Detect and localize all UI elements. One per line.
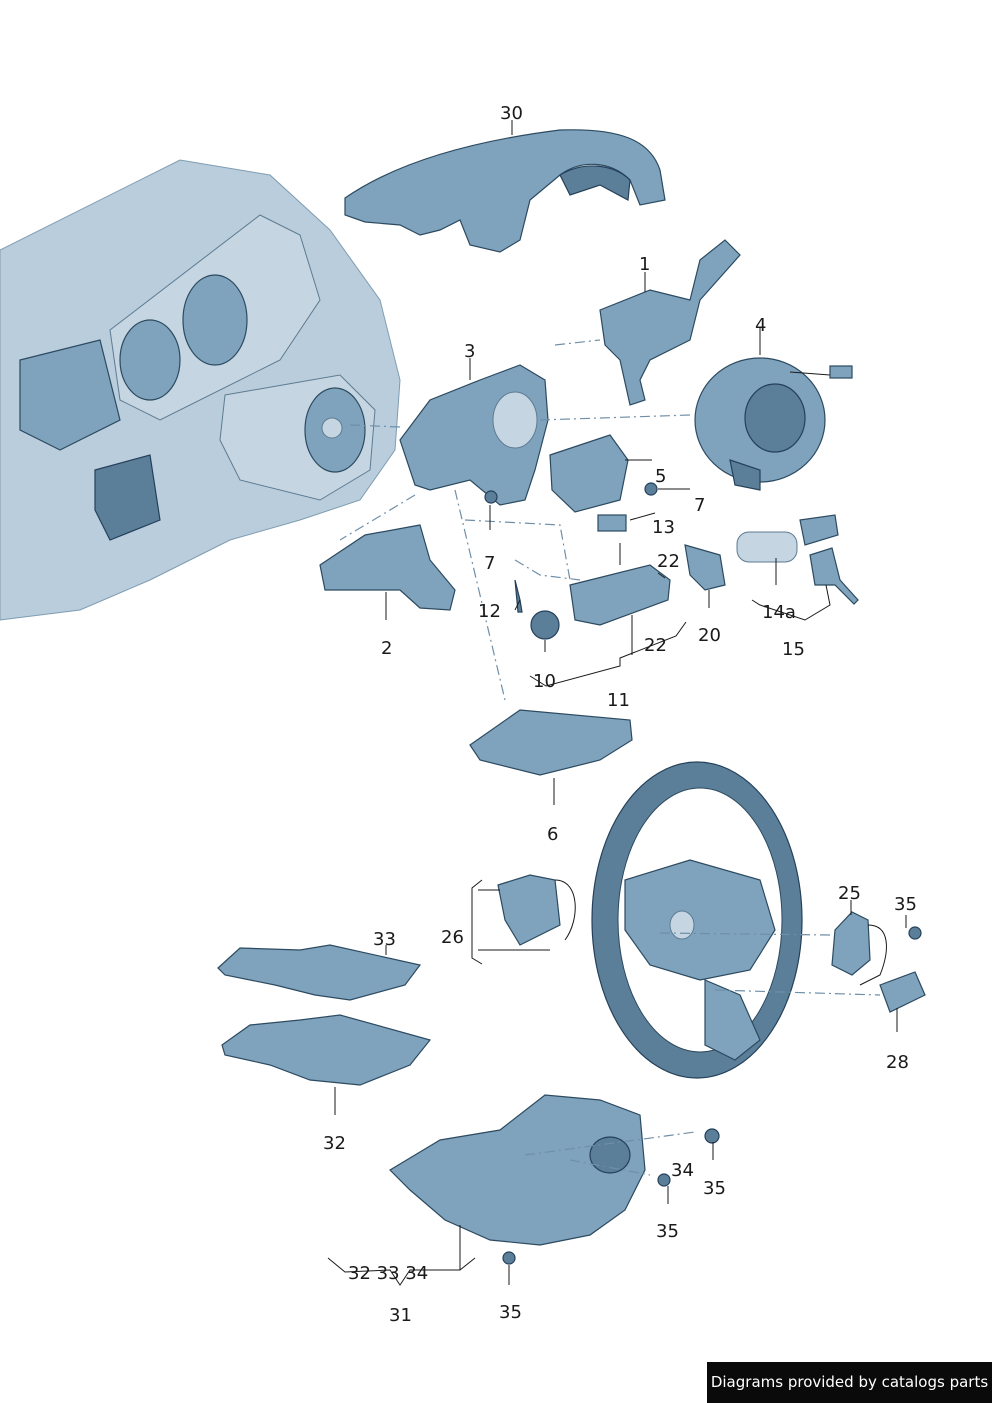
callout-26: 26 [441, 927, 464, 948]
part-1-switch [599, 239, 741, 406]
dashboard-illustration [0, 159, 401, 621]
part-31-lower-trim [389, 1094, 720, 1265]
part-30-upper-trim [344, 129, 666, 253]
part-6-control-module [469, 709, 633, 776]
callout-35-bottom: 35 [499, 1302, 522, 1323]
callout-33: 33 [373, 929, 396, 950]
callout-11: 11 [607, 690, 630, 711]
callout-35-right: 35 [703, 1178, 726, 1199]
callout-22-lower: 22 [644, 635, 667, 656]
callout-20: 20 [698, 625, 721, 646]
part-2-switch [319, 524, 456, 611]
callout-31: 31 [389, 1305, 412, 1326]
callout-6: 6 [547, 824, 558, 845]
part-22-lock-housing [484, 490, 671, 640]
callout-4: 4 [755, 315, 766, 336]
attribution-banner[interactable]: Diagrams provided by catalogs parts [707, 1362, 992, 1403]
callout-34: 34 [671, 1160, 694, 1181]
callout-35-upper-right: 35 [894, 894, 917, 915]
assembly-lines [339, 339, 881, 1176]
callout-15: 15 [782, 639, 805, 660]
callout-30: 30 [500, 103, 523, 124]
parts-25-26-28-switches [497, 874, 926, 1013]
steering-wheel [591, 761, 803, 1079]
callout-10: 10 [533, 671, 556, 692]
callout-28: 28 [886, 1052, 909, 1073]
callout-1: 1 [639, 254, 650, 275]
callout-7-right: 7 [694, 495, 705, 516]
part-3-housing [399, 364, 549, 506]
callout-12: 12 [478, 601, 501, 622]
leader-lines [327, 120, 907, 1286]
parts-32-33-trims [217, 944, 432, 1086]
callout-32-33-34-group: 32 33 34 [348, 1263, 428, 1284]
callout-2: 2 [381, 638, 392, 659]
callout-32: 32 [323, 1133, 346, 1154]
callout-14a: 14a [762, 602, 796, 623]
part-4-clock-spring [694, 357, 853, 491]
part-5-control-unit [549, 434, 658, 513]
callout-13: 13 [652, 517, 675, 538]
callout-5: 5 [655, 466, 666, 487]
callout-7-left: 7 [484, 553, 495, 574]
callout-35-middle: 35 [656, 1221, 679, 1242]
part-20-14a-15 [684, 514, 859, 605]
callout-labels: 30 1 3 4 5 7 13 7 22 12 14a 20 22 2 15 1… [323, 103, 917, 1326]
callout-3: 3 [464, 341, 475, 362]
callout-22-upper: 22 [657, 551, 680, 572]
callout-25: 25 [838, 883, 861, 904]
